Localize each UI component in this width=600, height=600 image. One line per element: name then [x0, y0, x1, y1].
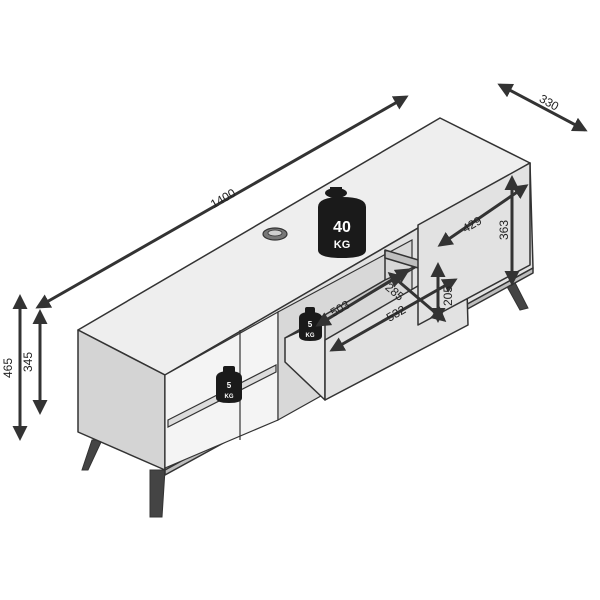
leg-back-left [81, 439, 103, 471]
dimension-lines [12, 83, 588, 441]
body-height-label: 345 [21, 352, 35, 372]
weight-drawer-value: 5 [308, 320, 313, 329]
depth-label: 330 [537, 91, 562, 113]
weight-shelf-value: 5 [227, 381, 232, 390]
door-height-label: 363 [497, 220, 511, 240]
weight-top-value: 40 [333, 219, 351, 236]
depth-arrow [497, 83, 588, 132]
weight-top-unit: KG [334, 239, 351, 251]
leg-front-left [149, 469, 166, 518]
width-arrow [35, 95, 409, 309]
total-height-label: 465 [1, 358, 15, 378]
cable-grommet [262, 227, 288, 241]
weight-shelf-unit: KG [225, 394, 234, 400]
weight-drawer-unit: KG [306, 333, 315, 339]
width-label: 1400 [208, 186, 238, 212]
weight-shelf: 5 KG [216, 366, 242, 403]
drawer-height-label: 205 [441, 286, 455, 306]
kettlebell-icon [216, 371, 242, 403]
